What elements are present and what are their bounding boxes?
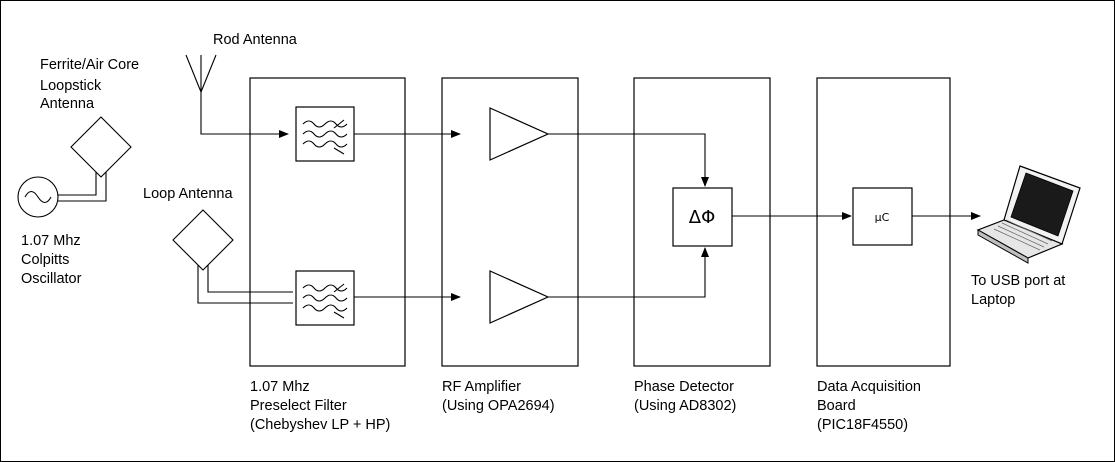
phase-detector-caption: Phase Detector (Using AD8302) (634, 379, 738, 414)
oscillator-label-line-2: Colpitts (21, 252, 69, 268)
rod-antenna-label: Rod Antenna (213, 32, 298, 48)
oscillator-icon (17, 176, 59, 218)
top-filter-icon (295, 106, 355, 162)
preselect-caption-line-3: (Chebyshev LP + HP) (250, 417, 390, 433)
loop-antenna-icon (172, 209, 293, 304)
rf-amplifier-caption: RF Amplifier (Using OPA2694) (442, 379, 555, 414)
loopstick-label-line-1: Ferrite/Air Core (40, 57, 139, 73)
phase-caption-line-1: Phase Detector (634, 379, 734, 395)
bottom-amp-to-detector-line (548, 247, 709, 298)
phase-detector-icon (672, 187, 733, 247)
phase-symbol: ΔΦ (689, 207, 715, 228)
preselect-caption-line-2: Preselect Filter (250, 398, 347, 414)
laptop-icon (976, 165, 1081, 264)
daq-caption-line-1: Data Acquisition (817, 379, 921, 395)
rf-amp-caption-line-2: (Using OPA2694) (442, 398, 555, 414)
loopstick-label-line-2: Loopstick (40, 78, 102, 94)
laptop-label-line-1: To USB port at (971, 273, 1065, 289)
rod-feed-line (200, 92, 289, 138)
loopstick-antenna-label: Ferrite/Air Core Loopstick Antenna (40, 57, 143, 112)
laptop-label-line-2: Laptop (971, 292, 1015, 308)
loop-antenna-label: Loop Antenna (143, 186, 233, 202)
top-amp-to-detector-line (548, 133, 709, 187)
micro-symbol: µC (875, 211, 890, 224)
loopstick-label-line-3: Antenna (40, 96, 95, 112)
rf-amp-caption-line-1: RF Amplifier (442, 379, 521, 395)
laptop-label: To USB port at Laptop (971, 273, 1069, 308)
rod-antenna-icon (185, 54, 217, 93)
loopstick-antenna-icon (58, 116, 132, 202)
preselect-caption-line-1: 1.07 Mhz (250, 379, 310, 395)
data-acquisition-caption: Data Acquisition Board (PIC18F4550) (817, 379, 925, 433)
microcontroller-icon (852, 187, 913, 246)
preselect-filter-caption: 1.07 Mhz Preselect Filter (Chebyshev LP … (250, 379, 390, 433)
oscillator-label: 1.07 Mhz Colpitts Oscillator (21, 233, 85, 287)
top-amplifier-icon (489, 107, 550, 161)
daq-caption-line-2: Board (817, 398, 856, 414)
phase-caption-line-2: (Using AD8302) (634, 398, 736, 414)
oscillator-label-line-1: 1.07 Mhz (21, 233, 81, 249)
daq-caption-line-3: (PIC18F4550) (817, 417, 908, 433)
bottom-filter-icon (295, 270, 355, 326)
oscillator-label-line-3: Oscillator (21, 271, 82, 287)
bottom-amplifier-icon (489, 270, 550, 324)
